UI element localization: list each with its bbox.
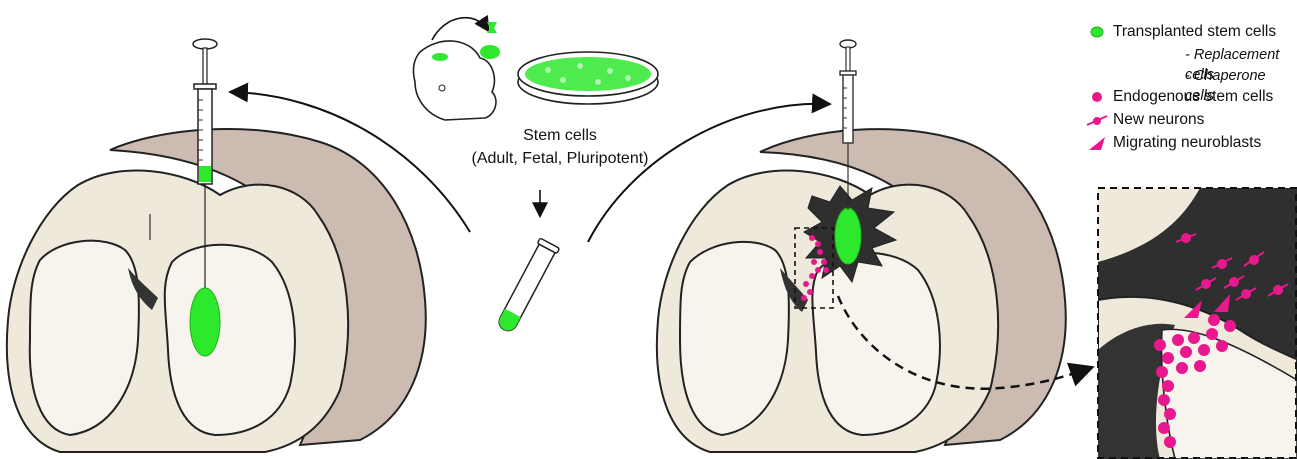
stem-cells-subtitle: (Adult, Fetal, Pluripotent) xyxy=(470,147,650,170)
right-ventricle-right xyxy=(812,253,940,435)
test-tube-icon xyxy=(494,238,559,335)
legend: Transplanted stem cells - Replacement ce… xyxy=(1085,22,1297,156)
legend-new-neurons: New neurons xyxy=(1085,110,1297,130)
embryo-icon xyxy=(413,18,500,120)
legend-replacement: - Replacement cells xyxy=(1085,45,1297,65)
legend-endogenous-text: Endogenous stem cells xyxy=(1113,88,1273,105)
legend-endogenous: Endogenous stem cells xyxy=(1085,87,1297,107)
petri-dish-icon xyxy=(518,52,658,104)
legend-transplanted: Transplanted stem cells xyxy=(1085,22,1297,42)
legend-migrating: Migrating neuroblasts xyxy=(1085,133,1297,153)
stem-cells-label: Stem cells (Adult, Fetal, Pluripotent) xyxy=(470,124,650,170)
right-graft-cells xyxy=(835,208,861,264)
stem-cells-title: Stem cells xyxy=(470,124,650,147)
green-cell-icon xyxy=(1085,24,1109,40)
legend-transplanted-text: Transplanted stem cells xyxy=(1113,23,1276,40)
neuron-icon xyxy=(1085,112,1109,128)
left-ventricle-right xyxy=(165,245,295,435)
zoom-inset xyxy=(1098,188,1297,459)
neuroblast-arrow-icon xyxy=(1085,135,1109,151)
legend-chaperone: - Chaperone cells xyxy=(1085,66,1297,86)
right-brain-section xyxy=(657,40,1066,452)
legend-migrating-text: Migrating neuroblasts xyxy=(1113,134,1261,151)
legend-new-neurons-text: New neurons xyxy=(1113,111,1204,128)
left-brain-section xyxy=(7,39,426,452)
left-graft-cells xyxy=(190,288,220,356)
magenta-cell-icon xyxy=(1085,89,1109,105)
